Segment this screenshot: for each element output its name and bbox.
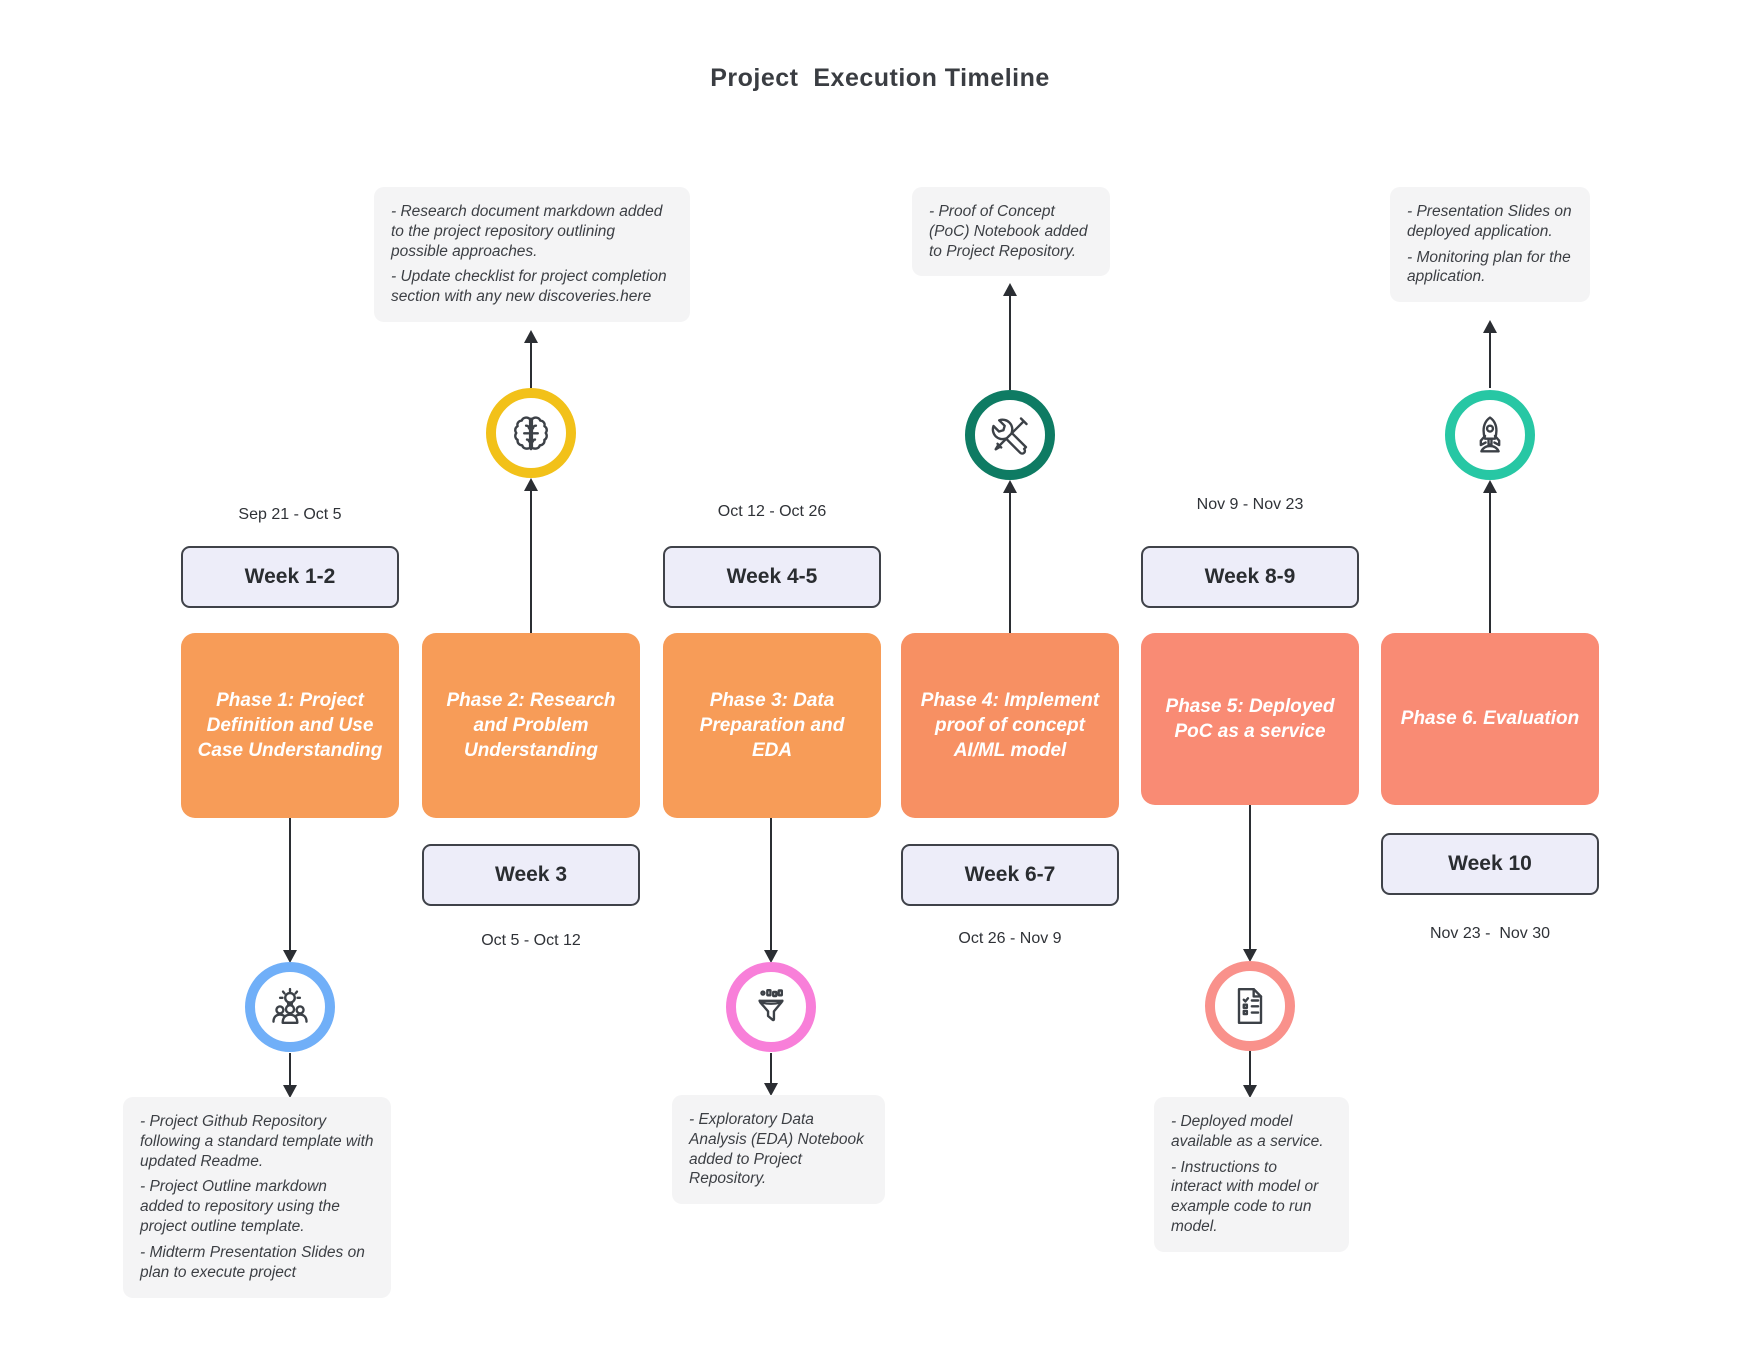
arrowhead-down-icon [764, 950, 778, 963]
funnel-icon [758, 988, 784, 1022]
note-line: - Exploratory Data Analysis (EDA) Notebo… [689, 1111, 864, 1188]
phase-box[interactable]: Phase 6. Evaluation [1381, 633, 1599, 805]
phase-box[interactable]: Phase 5: Deployed PoC as a service [1141, 633, 1359, 805]
note-line: - Midterm Presentation Slides on plan to… [140, 1243, 365, 1281]
note-line: - Project Github Repository following a … [140, 1113, 374, 1170]
arrowhead-down-icon [1243, 1085, 1257, 1098]
week-label[interactable]: Week 3 [422, 844, 640, 906]
note-line: - Update checklist for project completio… [391, 268, 667, 306]
brain-icon [514, 416, 548, 451]
deliverables-note[interactable]: - Proof of Concept (PoC) Notebook added … [912, 187, 1110, 277]
arrowhead-down-icon [283, 1085, 297, 1098]
date-range-label: Oct 12 - Oct 26 [717, 503, 827, 520]
rocket-icon-badge[interactable] [1445, 390, 1535, 480]
deliverables-note[interactable]: - Project Github Repository following a … [123, 1097, 391, 1298]
connector-line [770, 1053, 772, 1083]
note-line: - Deployed model available as a service. [1171, 1113, 1324, 1150]
connector-line [1009, 295, 1011, 390]
connector-line [770, 818, 772, 950]
deliverables-note[interactable]: - Presentation Slides on deployed applic… [1390, 187, 1590, 303]
team-idea-icon-badge[interactable] [245, 962, 335, 1052]
connector-line [530, 490, 532, 633]
connector-line [1249, 1051, 1251, 1085]
connector-line [1009, 492, 1011, 633]
checklist-icon [1237, 987, 1263, 1025]
arrowhead-up-icon [1003, 283, 1017, 296]
deliverables-note[interactable]: - Research document markdown added to th… [374, 187, 690, 323]
arrowhead-up-icon [1483, 480, 1497, 493]
page-title: Project Execution Timeline [710, 64, 1050, 92]
phase-box[interactable]: Phase 1: Project Definition and Use Case… [181, 633, 399, 818]
phase-box[interactable]: Phase 4: Implement proof of concept AI/M… [901, 633, 1119, 818]
team-idea-icon [272, 987, 308, 1024]
note-line: - Instructions to interact with model or… [1171, 1158, 1319, 1236]
arrowhead-down-icon [283, 950, 297, 963]
note-line: - Research document markdown added to th… [391, 203, 663, 260]
arrowhead-up-icon [524, 330, 538, 343]
connector-line [1489, 332, 1491, 388]
week-label[interactable]: Week 8-9 [1141, 546, 1359, 608]
arrowhead-up-icon [524, 478, 538, 491]
week-label[interactable]: Week 4-5 [663, 546, 881, 608]
date-range-label: Nov 9 - Nov 23 [1196, 496, 1304, 513]
connector-line [530, 342, 532, 388]
date-range-label: Sep 21 - Oct 5 [238, 506, 342, 523]
deliverables-note[interactable]: - Exploratory Data Analysis (EDA) Notebo… [672, 1095, 885, 1205]
rocket-icon [1479, 416, 1501, 453]
connector-line [289, 1053, 291, 1085]
arrowhead-down-icon [764, 1083, 778, 1096]
phase-box[interactable]: Phase 2: Research and Problem Understand… [422, 633, 640, 818]
checklist-icon-badge[interactable] [1205, 961, 1295, 1051]
arrowhead-up-icon [1483, 320, 1497, 333]
connector-line [1489, 492, 1491, 633]
brain-icon-badge[interactable] [486, 388, 576, 478]
date-range-label: Oct 26 - Nov 9 [958, 930, 1062, 947]
connector-line [289, 818, 291, 950]
arrowhead-down-icon [1243, 949, 1257, 962]
week-label[interactable]: Week 10 [1381, 833, 1599, 895]
note-line: - Monitoring plan for the application. [1407, 248, 1571, 286]
date-range-label: Nov 23 - Nov 30 [1429, 925, 1551, 942]
arrowhead-up-icon [1003, 480, 1017, 493]
note-line: - Proof of Concept (PoC) Notebook added … [929, 203, 1088, 260]
deliverables-note[interactable]: - Deployed model available as a service.… [1154, 1097, 1349, 1252]
note-line: - Project Outline markdown added to repo… [140, 1178, 340, 1236]
week-label[interactable]: Week 1-2 [181, 546, 399, 608]
tools-icon-badge[interactable] [965, 390, 1055, 480]
note-line: - Presentation Slides on deployed applic… [1407, 203, 1572, 240]
funnel-icon-badge[interactable] [726, 962, 816, 1052]
phase-box[interactable]: Phase 3: Data Preparation and EDA [663, 633, 881, 818]
tools-icon [991, 417, 1028, 455]
date-range-label: Oct 5 - Oct 12 [481, 932, 581, 949]
week-label[interactable]: Week 6-7 [901, 844, 1119, 906]
connector-line [1249, 805, 1251, 949]
